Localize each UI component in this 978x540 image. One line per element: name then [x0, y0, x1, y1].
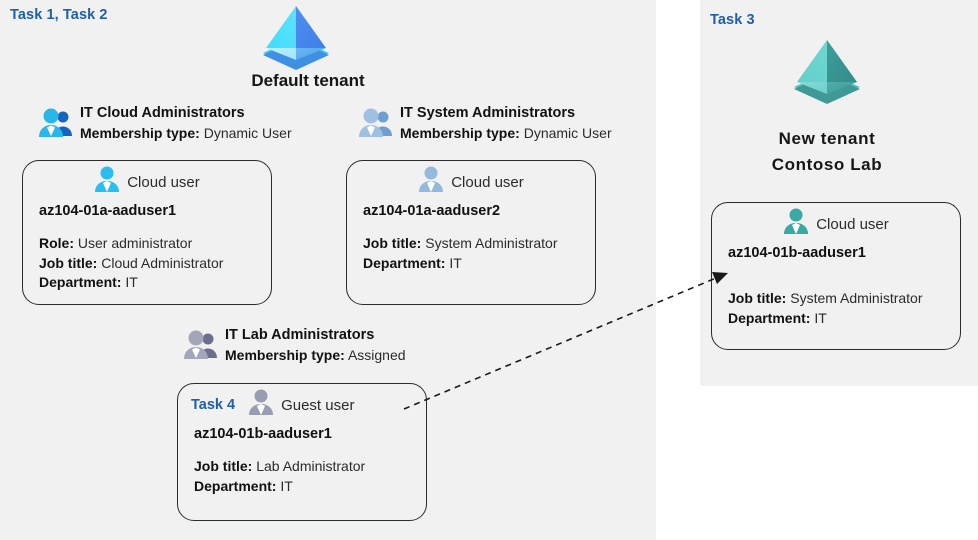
- task-label-1-2: Task 1, Task 2: [10, 7, 108, 23]
- property-row: Job title: System Administrator: [728, 289, 960, 309]
- card-header: Cloud user: [712, 208, 960, 240]
- azure-ad-tenant-icon: [257, 2, 335, 75]
- user-type-label: Cloud user: [816, 215, 889, 233]
- group-users-icon: [183, 330, 219, 365]
- group-membership-type: Membership type: Dynamic User: [80, 123, 292, 143]
- user-properties: Job title: Lab Administrator Department:…: [194, 457, 426, 496]
- group-users-icon: [358, 108, 394, 143]
- card-header: Cloud user: [23, 166, 271, 198]
- property-value: IT: [449, 254, 462, 271]
- property-label: Role:: [39, 235, 74, 251]
- property-label: Department:: [39, 274, 122, 290]
- membership-label: Membership type:: [225, 347, 345, 363]
- group-it-lab-administrators: IT Lab Administrators Membership type: A…: [183, 326, 406, 365]
- property-row: Department: IT: [363, 254, 595, 274]
- property-label: Job title:: [39, 254, 98, 271]
- user-properties: Role: User administrator Job title: Clou…: [39, 234, 271, 293]
- membership-value: Dynamic User: [523, 125, 612, 141]
- task-label-3: Task 3: [710, 12, 755, 28]
- property-row: Role: User administrator: [39, 234, 271, 254]
- property-label: Department:: [728, 309, 811, 326]
- property-value: System Administrator: [790, 290, 923, 306]
- user-icon: [248, 389, 274, 421]
- group-name: IT Lab Administrators: [225, 327, 375, 343]
- property-value: User administrator: [77, 235, 193, 251]
- property-value: Lab Administrator: [256, 458, 366, 474]
- group-it-system-administrators: IT System Administrators Membership type…: [358, 104, 612, 143]
- property-value: System Administrator: [425, 235, 558, 251]
- membership-value: Assigned: [347, 347, 406, 363]
- user-card-newtenant-aaduser1: Cloud user az104-01b-aaduser1 Job title:…: [711, 202, 961, 350]
- user-type-label: Guest user: [281, 396, 355, 414]
- property-row: Job title: Lab Administrator: [194, 457, 426, 477]
- user-icon: [783, 208, 809, 240]
- property-value: Cloud Administrator: [101, 254, 224, 271]
- group-membership-type: Membership type: Assigned: [225, 345, 406, 365]
- group-name: IT System Administrators: [400, 105, 576, 121]
- user-card-aaduser2: Cloud user az104-01a-aaduser2 Job title:…: [346, 160, 596, 305]
- user-properties: Job title: System Administrator Departme…: [728, 289, 960, 328]
- property-value: IT: [280, 477, 293, 494]
- user-principal-name: az104-01a-aaduser1: [39, 203, 177, 219]
- group-membership-type: Membership type: Dynamic User: [400, 123, 612, 143]
- new-tenant-caption-line1: New tenant: [778, 129, 876, 148]
- task-label-4: Task 4: [191, 397, 236, 413]
- new-tenant-caption: New tenant Contoso Lab: [727, 126, 927, 178]
- user-type-label: Cloud user: [127, 173, 200, 191]
- property-row: Department: IT: [728, 309, 960, 329]
- new-tenant-caption-line2: Contoso Lab: [771, 155, 883, 174]
- card-header: Cloud user: [347, 166, 595, 198]
- user-type-label: Cloud user: [451, 173, 524, 191]
- property-row: Department: IT: [194, 477, 426, 497]
- property-label: Job title:: [728, 290, 787, 306]
- membership-label: Membership type:: [400, 125, 520, 141]
- group-it-cloud-administrators: IT Cloud Administrators Membership type:…: [38, 104, 292, 143]
- property-row: Job title: Cloud Administrator: [39, 254, 271, 274]
- property-row: Department: IT: [39, 273, 271, 293]
- user-icon: [94, 166, 120, 198]
- property-value: IT: [125, 274, 138, 290]
- azure-ad-tenant-icon-new: [788, 36, 866, 109]
- membership-value: Dynamic User: [203, 125, 292, 141]
- user-principal-name: az104-01b-aaduser1: [194, 426, 332, 442]
- property-row: Job title: System Administrator: [363, 234, 595, 254]
- group-users-icon: [38, 108, 74, 143]
- property-value: IT: [814, 309, 827, 326]
- property-label: Job title:: [363, 235, 422, 251]
- card-header: Task 4 Guest user: [191, 389, 426, 421]
- membership-label: Membership type:: [80, 125, 200, 141]
- user-properties: Job title: System Administrator Departme…: [363, 234, 595, 273]
- user-principal-name: az104-01a-aaduser2: [363, 203, 501, 219]
- property-label: Department:: [194, 477, 277, 494]
- property-label: Job title:: [194, 458, 253, 474]
- user-principal-name: az104-01b-aaduser1: [728, 245, 866, 261]
- user-card-guest-aaduser1: Task 4 Guest user az104-01b-aaduser1 Job…: [177, 383, 427, 521]
- group-name: IT Cloud Administrators: [80, 105, 245, 121]
- default-tenant-panel: [0, 0, 656, 540]
- user-icon: [418, 166, 444, 198]
- user-card-aaduser1: Cloud user az104-01a-aaduser1 Role: User…: [22, 160, 272, 305]
- property-label: Department:: [363, 254, 446, 271]
- default-tenant-caption: Default tenant: [251, 71, 365, 90]
